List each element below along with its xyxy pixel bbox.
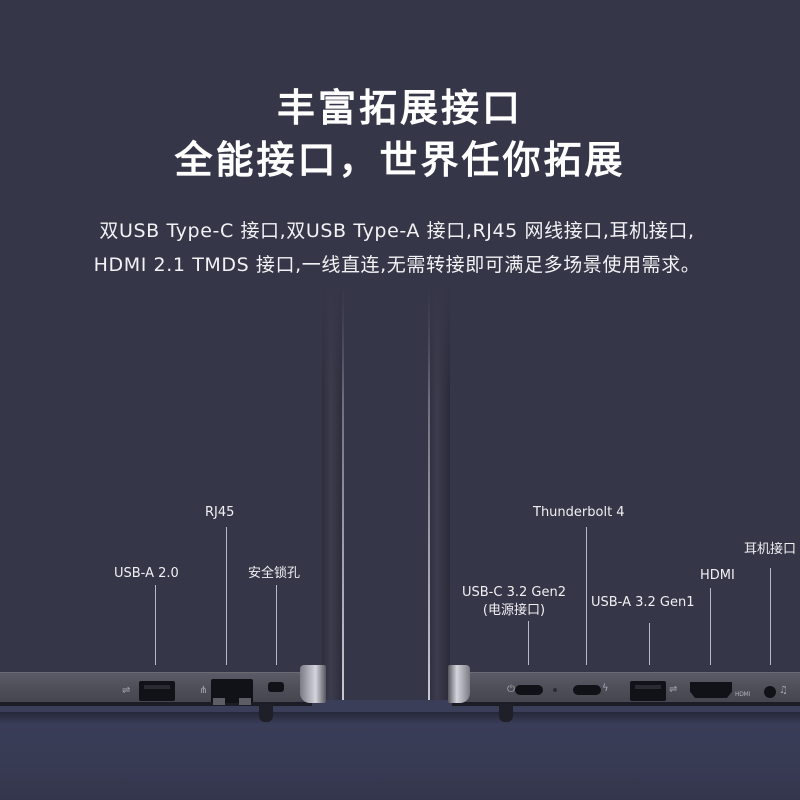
leader-line-usb-a-3-2 [649,623,650,665]
headline-line-2: 全能接口，世界任你拓展 [174,138,626,182]
thunderbolt-4-port [573,685,601,695]
right-hinge [448,665,470,703]
power-icon: ⏻ [507,684,515,695]
description: 双USB Type-C 接口,双USB Type-A 接口,RJ45 网线接口,… [0,214,800,282]
hdmi-icon: HDMI [735,691,750,698]
label-usb-c-power: USB-C 3.2 Gen2 (电源接口) [462,584,566,620]
label-hdmi: HDMI [700,568,735,583]
charge-led [553,688,557,692]
label-usb-a-3-2: USB-A 3.2 Gen1 [591,595,695,610]
network-icon: ⋔ [199,685,208,696]
left-hinge [300,665,326,703]
usb-c-power-port [515,685,543,695]
lid-fade [427,280,451,400]
label-usb-c-power-sub: (电源接口) [482,603,546,618]
left-laptop-foot [259,704,273,722]
thunderbolt-icon: ϟ [602,683,609,694]
label-rj45: RJ45 [205,505,235,520]
lid-fade [321,280,345,400]
headline-line-1: 丰富拓展接口 [276,86,523,130]
label-usb-a-2: USB-A 2.0 [114,566,179,581]
description-line-1: 双USB Type-C 接口,双USB Type-A 接口,RJ45 网线接口,… [99,220,695,242]
hdmi-port [690,682,732,698]
floor-shadow [0,712,800,724]
leader-line-security-lock [276,585,277,665]
label-thunderbolt-4: Thunderbolt 4 [533,505,625,520]
leader-line-usb-a-2 [155,585,156,665]
leader-line-thunderbolt-4 [586,527,587,665]
security-lock-slot [268,682,284,692]
usb-ss-icon: ⇌ [669,684,678,695]
description-line-2: HDMI 2.1 TMDS 接口,一线直连,无需转接即可满足多场景使用需求。 [93,254,701,276]
rj45-port [211,679,253,705]
page-headline: 丰富拓展接口 全能接口，世界任你拓展 [0,82,800,186]
leader-line-rj45 [226,527,227,665]
usb-a-3-2-port [630,681,666,701]
leader-line-hdmi [710,588,711,665]
right-laptop-foot [499,704,513,722]
label-usb-c-power-title: USB-C 3.2 Gen2 [462,585,566,600]
usb-icon: ⇌ [122,685,131,696]
usb-a-2-port [139,681,175,701]
headphone-jack [764,686,776,698]
leader-line-usb-c-power [528,621,529,665]
label-headphone: 耳机接口 [744,542,797,557]
headphone-icon: ♫ [779,685,788,696]
right-laptop-chassis [452,672,800,706]
leader-line-headphone [770,568,771,665]
label-security-lock: 安全锁孔 [248,566,301,581]
